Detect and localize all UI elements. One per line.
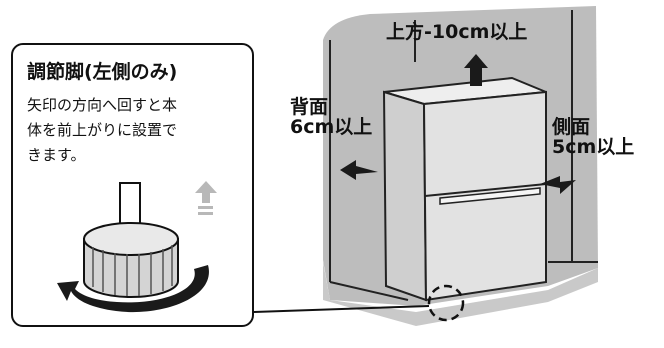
top-clearance-label: 上方-10cm以上 — [386, 21, 528, 43]
callout-body: 矢印の方向へ回すと本 体を前上がりに設置で きます。 — [27, 93, 177, 168]
side-clearance-label: 側面 5cm以上 — [552, 116, 635, 158]
callout-body-line: 体を前上がりに設置で — [27, 121, 178, 139]
back-arrow — [340, 160, 378, 180]
adjuster-callout: 調節脚(左側のみ) 矢印の方向へ回すと本 体を前上がりに設置で きます。 — [11, 43, 254, 327]
refrigerator — [382, 76, 547, 302]
adjuster-illustration — [57, 181, 217, 313]
up-arrow — [464, 54, 488, 86]
fridge-door-split — [424, 183, 547, 197]
back-clearance-title: 背面 — [290, 96, 329, 118]
rotation-arrow-icon — [57, 265, 209, 313]
back-clearance-value: 6cm以上 — [290, 115, 373, 138]
back-clearance-label: 背面 6cm以上 — [290, 96, 373, 138]
floor-area — [323, 262, 598, 326]
fridge-side — [382, 90, 428, 302]
side-arrow — [540, 176, 576, 194]
fridge-handle — [439, 187, 541, 205]
adjuster-highlight — [427, 284, 465, 322]
callout-title: 調節脚(左側のみ) — [27, 61, 178, 83]
hint-up-arrow-icon — [195, 181, 217, 215]
callout-body-line: 矢印の方向へ回すと本 — [27, 96, 178, 114]
callout-body-line: きます。 — [27, 146, 86, 164]
side-clearance-value: 5cm以上 — [552, 135, 635, 158]
wall-lines — [329, 10, 598, 301]
adjuster-knob — [83, 222, 179, 298]
leader-line — [253, 305, 430, 313]
side-clearance-title: 側面 — [552, 116, 591, 138]
